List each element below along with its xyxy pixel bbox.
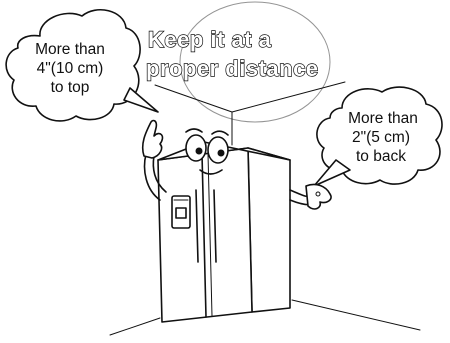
right-arm	[289, 183, 332, 210]
mouth	[199, 169, 223, 175]
bubble-top-line-3: to top	[51, 79, 90, 96]
refrigerator-face	[185, 128, 229, 175]
title-swirl	[179, 1, 331, 123]
bubble-top-line-2: 4"(10 cm)	[37, 60, 104, 77]
title-line-1: Keep it at a	[148, 27, 272, 52]
title-line-2: proper distance	[146, 56, 319, 81]
speech-bubble-top-clearance: More than 4"(10 cm) to top	[5, 8, 159, 122]
refrigerator	[157, 141, 291, 323]
left-handle	[195, 189, 199, 263]
speech-bubble-back-clearance: More than 2"(5 cm) to back	[313, 86, 443, 187]
left-eye	[185, 134, 207, 162]
bubble-top-line-1: More than	[35, 41, 105, 58]
bubble-back-line-3: to back	[356, 148, 406, 165]
room-corner-lines	[109, 81, 421, 336]
right-handle	[213, 189, 217, 263]
door-split	[201, 153, 207, 318]
left-arm	[141, 119, 167, 201]
right-eye	[207, 136, 229, 164]
bubble-back-line-1: More than	[348, 110, 418, 127]
title: Keep it at a proper distance	[145, 26, 319, 81]
bubble-back-line-2: 2"(5 cm)	[352, 129, 410, 146]
